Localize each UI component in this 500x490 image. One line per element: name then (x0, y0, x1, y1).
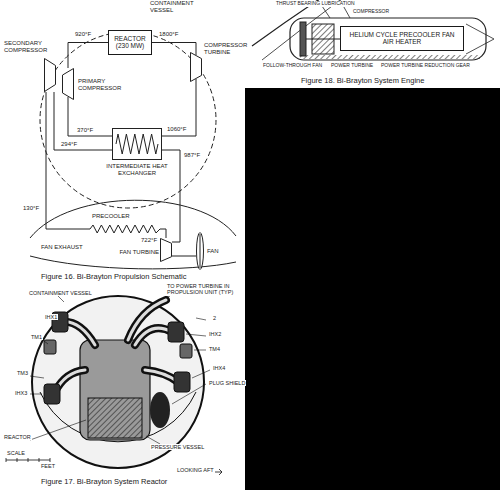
flow-line (68, 97, 112, 136)
fan-blade (197, 233, 204, 270)
reactor-box: REACTOR (230 MW) (108, 30, 152, 55)
zigzag (90, 225, 160, 233)
vessel-circle (40, 32, 216, 208)
flow-line (68, 43, 108, 69)
temperature-label: 1060°F (166, 126, 187, 133)
compressor-symbol: SECONDARY COMPRESSOR (4, 40, 60, 94)
containment-vessel: CONTAINMENT VESSEL REACTOR (230 MW) PRIMAR… (38, 0, 220, 212)
shape-outline (190, 52, 202, 82)
temperature-label: 370°F (76, 127, 94, 134)
flow-line (172, 256, 196, 257)
engine-illustration (252, 0, 494, 60)
flow-line (160, 229, 166, 238)
exchanger-box (113, 129, 162, 160)
trapezoid (191, 53, 202, 82)
temperature-label: 1800°F (158, 31, 179, 38)
node-label: FAN TURBINE (112, 249, 159, 256)
black-panel (245, 88, 500, 490)
shape-outline (90, 224, 160, 234)
node-label: HELIUM CYCLE PRECOOLER FAN AIR HEATER (344, 31, 460, 46)
turbine-symbol: COMPRESSOR TURBINE (190, 40, 248, 84)
precooler: PRECOOLER (90, 213, 162, 235)
node-label: SECONDARY COMPRESSOR (4, 40, 50, 54)
part-label: PLUG SHIELD (208, 380, 246, 386)
temperature-label: 294°F (60, 141, 78, 148)
part-label: TO POWER TURBINE IN PROPULSION UNIT (TYP… (166, 283, 242, 296)
figure-caption: Figure 18. Bi-Brayton System Engine (300, 77, 425, 86)
node-label: CONTAINMENT VESSEL (150, 0, 212, 14)
flow-line (46, 92, 90, 229)
node-label: COMPRESSOR TURBINE (204, 42, 248, 56)
shape-outline (160, 238, 172, 262)
part-label: 2 (212, 315, 217, 321)
part-label: TM1 (30, 334, 43, 340)
flow-line (162, 79, 196, 136)
figure-caption: Figure 16. Bi-Brayton Propulsion Schemat… (40, 273, 188, 282)
flow-line (54, 92, 112, 150)
shape-outline (196, 232, 204, 270)
nacelle-outline (30, 200, 236, 238)
shape-outline (62, 68, 74, 100)
part-label: THRUST BEARING LUBRICATION (275, 1, 356, 7)
node-label: PRECOOLER (92, 213, 142, 220)
part-label: FEET (40, 463, 56, 469)
node-label: PRIMARY COMPRESSOR (78, 78, 122, 92)
part-label: SCALE (6, 450, 26, 456)
flow-line (152, 43, 196, 56)
part-label: IHX1 (44, 314, 58, 320)
nacelle-outline (30, 256, 236, 269)
node-label: INTERMEDIATE HEAT EXCHANGER (104, 163, 170, 177)
compressor-symbol: PRIMARY COMPRESSOR (62, 68, 124, 102)
part-label: CONTAINMENT VESSEL (28, 290, 93, 296)
temperature-label: 920°F (74, 31, 92, 38)
part-label: COMPRESSOR (352, 9, 390, 15)
reactor-illustration (6, 296, 222, 475)
part-label: POWER TURBINE REDUCTION GEAR (380, 63, 471, 69)
node-label: FAN (207, 248, 227, 255)
trapezoid (63, 69, 74, 100)
zigzag (116, 134, 158, 154)
part-label: REACTOR (3, 434, 32, 440)
trapezoid (45, 59, 56, 92)
node-label: REACTOR (230 MW) (112, 35, 148, 50)
part-label: IHX4 (212, 365, 226, 371)
part-label: FAN EXHAUST (40, 244, 84, 251)
heater-box: HELIUM CYCLE PRECOOLER FAN AIR HEATER (340, 26, 464, 51)
trapezoid (161, 239, 172, 262)
part-label: IHX2 (208, 331, 222, 337)
part-label: PRESSURE VESSEL (150, 444, 205, 450)
temperature-label: 987°F (183, 152, 201, 159)
part-label: FOLLOW-THROUGH FAN (262, 63, 323, 69)
part-label: IHX3 (14, 390, 28, 396)
part-label: TM3 (16, 370, 29, 376)
temperature-label: 722°F (140, 237, 158, 244)
part-label: POWER TURBINE (330, 63, 374, 69)
heat-exchanger: INTERMEDIATE HEAT EXCHANGER (104, 128, 170, 182)
fan-symbol: FAN (196, 232, 228, 270)
shape-outline (44, 58, 56, 92)
temperature-label: 130°F (22, 205, 40, 212)
part-label: TM4 (208, 346, 221, 352)
shape-outline (112, 128, 162, 160)
part-label: LOOKING AFT (176, 467, 215, 473)
figure-caption: Figure 17. Bi-Brayton System Reactor (40, 478, 168, 487)
